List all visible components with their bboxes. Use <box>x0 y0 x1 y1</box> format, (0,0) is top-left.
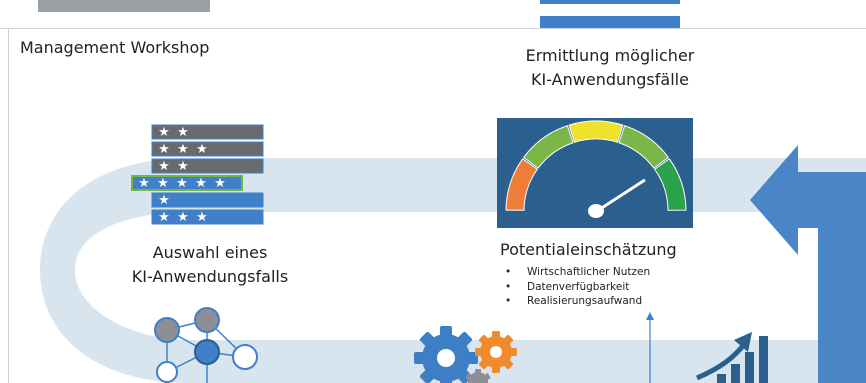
star-icon: ★ <box>195 176 207 191</box>
gears-icon <box>414 326 517 383</box>
auswahl-label: Auswahl eines KI-Anwendungsfalls <box>80 241 340 289</box>
workshop-label: Management Workshop <box>20 38 210 57</box>
star-icon: ★ <box>214 176 226 191</box>
auswahl-line-1: Auswahl eines <box>152 243 268 262</box>
ermittlung-line-1: Ermittlung möglicher <box>525 46 695 65</box>
star-icon: ★ <box>177 210 189 225</box>
rating-row: ★ <box>151 192 264 208</box>
star-icon: ★ <box>158 210 170 225</box>
star-icon: ★ <box>158 125 170 140</box>
star-icon: ★ <box>177 125 189 140</box>
star-icon: ★ <box>158 142 170 157</box>
star-icon: ★ <box>177 159 189 174</box>
gauge-zone <box>505 158 539 211</box>
rating-row: ★★ <box>151 124 264 140</box>
gauge-zone <box>618 125 669 169</box>
criteria-item: Realisierungsaufwand <box>505 294 650 309</box>
star-icon: ★ <box>196 210 208 225</box>
star-icon: ★ <box>158 193 170 208</box>
potential-label: Potentialeinschätzung <box>500 240 677 259</box>
star-icon: ★ <box>158 159 170 174</box>
criteria-item: Datenverfügbarkeit <box>505 280 650 295</box>
potential-criteria-list: Wirtschaftlicher Nutzen Datenverfügbarke… <box>505 265 650 309</box>
growth-chart-icon <box>696 332 768 383</box>
star-icon: ★ <box>157 176 169 191</box>
up-arrow-icon <box>646 312 654 383</box>
gauge-zone <box>653 158 687 211</box>
neural-network-icon <box>154 307 258 383</box>
ermittlung-label: Ermittlung möglicher KI-Anwendungsfälle <box>480 44 740 92</box>
rating-row: ★ ★ ★ ★ ★ <box>131 175 243 191</box>
gauge-icon <box>497 118 693 228</box>
rating-row: ★ ★ ★ <box>151 141 264 157</box>
criteria-item: Wirtschaftlicher Nutzen <box>505 265 650 280</box>
ermittlung-line-2: KI-Anwendungsfälle <box>531 70 689 89</box>
rating-list-icon: ★★★★★★★★★★★★★★★★ <box>131 124 264 225</box>
gauge-zone <box>523 125 574 169</box>
gauge-zone <box>568 120 624 143</box>
cycle-arrow-icon <box>750 145 866 383</box>
rating-row: ★★ <box>151 158 264 174</box>
star-icon: ★ <box>176 176 188 191</box>
gauge-needle <box>588 178 646 218</box>
auswahl-line-2: KI-Anwendungsfalls <box>131 267 289 286</box>
star-icon: ★ <box>196 142 208 157</box>
star-icon: ★ <box>177 142 189 157</box>
star-icon: ★ <box>138 176 150 191</box>
rating-row: ★ ★ ★ <box>151 209 264 225</box>
